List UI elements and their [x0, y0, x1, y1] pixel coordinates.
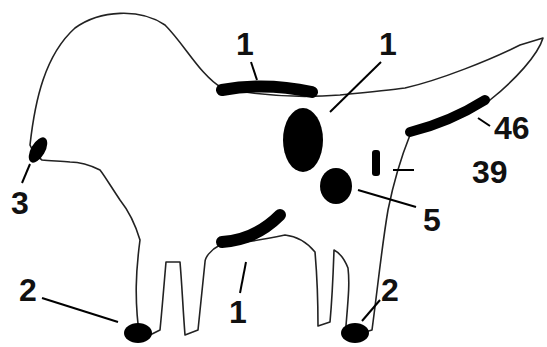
thigh-patch: [320, 168, 352, 204]
leader-line: [42, 298, 118, 322]
callout-number: 5: [423, 204, 441, 236]
callout-number: 1: [379, 28, 397, 60]
leader-line: [240, 262, 246, 293]
leg-patch: [372, 150, 380, 176]
nose-patch: [25, 134, 51, 165]
callout-number: 2: [19, 274, 37, 306]
belly-patch: [222, 215, 280, 242]
callout-number: 1: [236, 28, 254, 60]
leader-line: [330, 62, 381, 112]
tail-patch: [410, 100, 485, 132]
dog-outline: [30, 13, 543, 340]
callout-number: 3: [11, 187, 29, 219]
leader-line: [393, 169, 414, 171]
leader-line: [362, 300, 380, 321]
leader-line: [478, 118, 490, 126]
back-patch: [222, 86, 312, 92]
paw-patch: [341, 323, 369, 343]
leader-line: [251, 62, 257, 80]
callout-number: 39: [472, 156, 508, 188]
callout-number: 46: [494, 112, 530, 144]
stroke-patches: [222, 86, 485, 242]
dog-patches: [25, 108, 380, 343]
callout-number: 1: [229, 296, 247, 328]
paw-patch: [124, 323, 152, 343]
leader-line: [358, 190, 416, 207]
leader-lines: [22, 62, 490, 322]
side-patch: [283, 108, 323, 172]
leader-line: [22, 164, 30, 183]
callout-number: 2: [381, 274, 399, 306]
